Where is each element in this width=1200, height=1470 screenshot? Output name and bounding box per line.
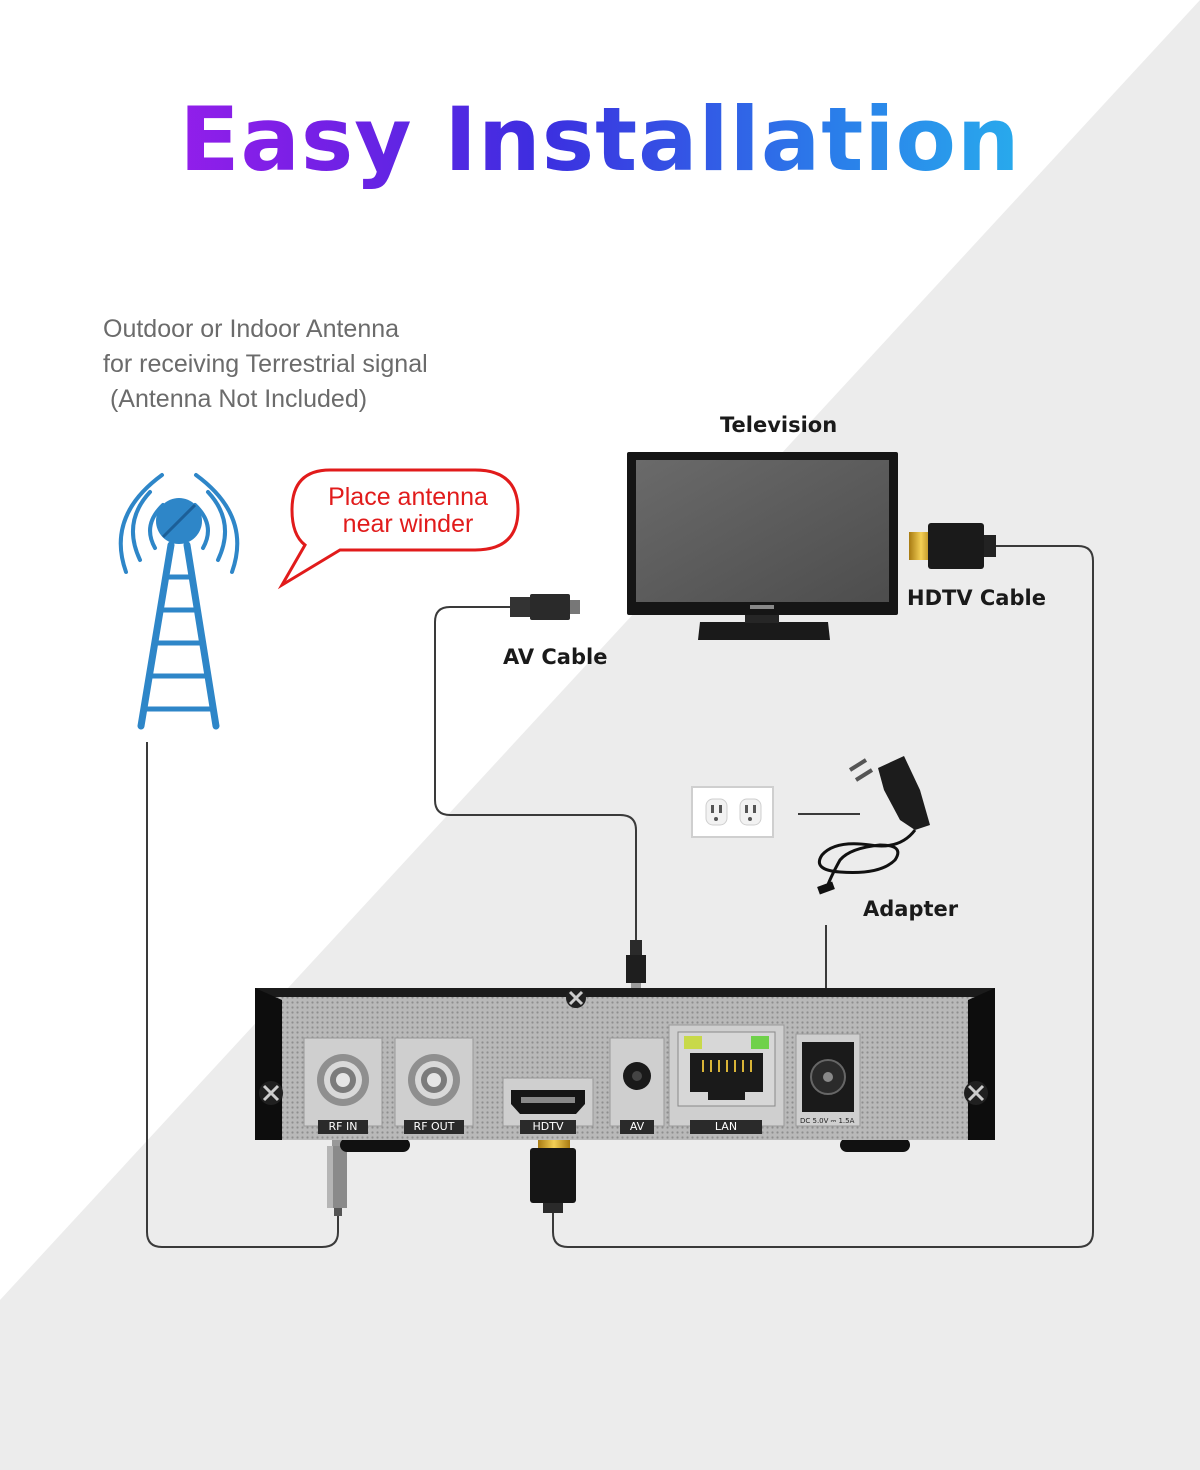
dc-port-label: DC 5.0V ⎓ 1.5A: [800, 1117, 855, 1125]
adapter-label: Adapter: [863, 897, 959, 921]
wall-outlet-icon: [691, 786, 774, 838]
speech-bubble-line-2: near winder: [342, 510, 474, 538]
rf-out-port-label: RF OUT: [404, 1120, 464, 1134]
antenna-description-line-3: (Antenna Not Included): [103, 385, 368, 413]
cables: [146, 545, 1094, 1248]
lan-port-label: LAN: [690, 1120, 762, 1134]
television-icon: [627, 452, 898, 640]
speech-bubble: [277, 468, 520, 590]
av-cable-label: AV Cable: [503, 645, 608, 669]
hdmi-connector-tv-icon: [909, 523, 996, 569]
antenna-description: Outdoor or Indoor Antenna for receiving …: [103, 312, 428, 417]
speech-bubble-text: Place antenna near winder: [300, 484, 516, 538]
rf-in-port-label: RF IN: [318, 1120, 368, 1134]
power-adapter-icon: [817, 756, 930, 895]
antenna-description-line-1: Outdoor or Indoor Antenna: [103, 315, 400, 343]
speech-bubble-line-1: Place antenna: [328, 483, 488, 511]
antenna-description-line-2: for receiving Terrestrial signal: [103, 350, 428, 378]
set-top-box-icon: [255, 988, 995, 1152]
page-title: Easy Installation: [0, 88, 1200, 191]
av-connector-icon: [510, 594, 580, 620]
hdtv-cable-label: HDTV Cable: [907, 586, 1046, 610]
av-port-label: AV: [620, 1120, 654, 1134]
television-label: Television: [720, 413, 838, 437]
antenna-tower-icon: [118, 473, 240, 730]
hdtv-port-label: HDTV: [520, 1120, 576, 1134]
